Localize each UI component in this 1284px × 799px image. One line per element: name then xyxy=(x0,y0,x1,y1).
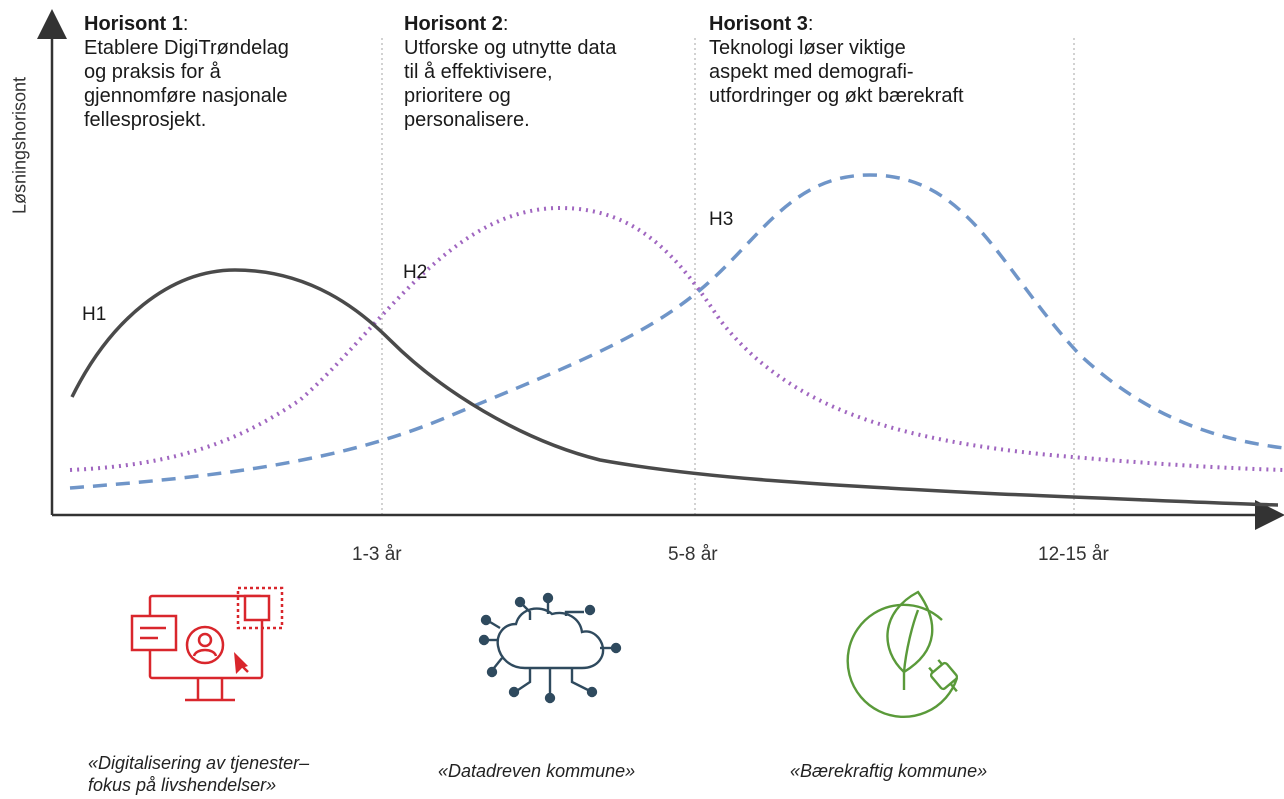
caption-digital-services: «Digitalisering av tjenester– fokus på l… xyxy=(88,753,310,795)
tick-label-1-3: 1-3 år xyxy=(352,544,402,565)
horizon-1-block: Horisont 1: Etablere DigiTrøndelag og pr… xyxy=(84,12,404,132)
horizon-2-colon: : xyxy=(502,13,509,35)
horizon-3-colon: : xyxy=(807,13,814,35)
digital-services-monitor-icon xyxy=(130,586,284,702)
horizon-1-description: Etablere DigiTrøndelag og praksis for å … xyxy=(84,37,289,131)
h2-curve xyxy=(69,205,1284,472)
curve-label-h2: H2 xyxy=(403,262,428,283)
h3-curve xyxy=(69,173,1284,490)
horizon-1-colon: : xyxy=(182,13,189,35)
tick-label-5-8: 5-8 år xyxy=(668,544,718,565)
horizon-2-block: Horisont 2: Utforske og utnytte data til… xyxy=(404,12,724,132)
caption-data-driven: «Datadreven kommune» xyxy=(438,761,636,781)
horizon-3-description: Teknologi løser viktige aspekt med demog… xyxy=(709,37,964,107)
horizon-3-block: Horisont 3: Teknologi løser viktige aspe… xyxy=(709,12,1029,108)
data-cloud-network-icon xyxy=(478,592,622,704)
caption-sustainable: «Bærekraftig kommune» xyxy=(790,761,988,781)
horizon-2-title: Horisont 2 xyxy=(404,13,503,35)
y-axis-label: Løsningshorisont xyxy=(9,76,30,215)
horizon-2-description: Utforske og utnytte data til å effektivi… xyxy=(404,37,617,131)
h1-curve xyxy=(70,268,1279,507)
curve-label-h3: H3 xyxy=(709,209,734,230)
leaf-plug-sustainability-icon xyxy=(846,590,959,718)
curve-label-h1: H1 xyxy=(82,304,107,325)
horizon-1-title: Horisont 1 xyxy=(84,13,183,35)
tick-label-12-15: 12-15 år xyxy=(1038,544,1109,565)
horizon-3-title: Horisont 3 xyxy=(709,13,808,35)
